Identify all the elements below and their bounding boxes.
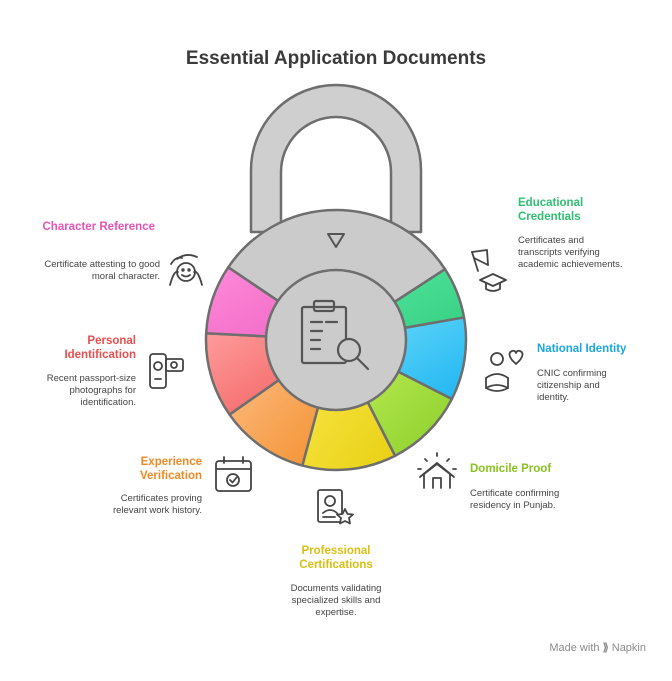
desc-national-identity: CNIC confirming citizenship and identity… <box>537 368 607 403</box>
flag-heart-icon <box>485 349 524 392</box>
page-title: Essential Application Documents <box>185 48 487 69</box>
label-national-identity: National Identity <box>537 343 627 355</box>
lock-center <box>264 268 408 412</box>
label-domicile-proof: Domicile Proof <box>470 463 552 475</box>
desc-professional-certifications: Documents validating specialized skills … <box>290 583 382 618</box>
made-with-text: Made with <box>549 642 600 654</box>
house-icon <box>417 452 457 489</box>
desc-domicile-proof: Certificate confirming residency in Punj… <box>470 488 560 511</box>
label-professional-certifications: Professional Certifications <box>299 545 373 571</box>
desc-educational-credentials: Certificates and transcripts verifying a… <box>518 235 623 270</box>
certificate-star-icon <box>317 489 354 525</box>
clipboard-search-icon <box>300 299 370 371</box>
label-educational-credentials: Educational Credentials <box>518 197 584 223</box>
hands-smile-icon <box>169 254 203 286</box>
label-character-reference: Character Reference <box>42 221 155 233</box>
napkin-brand-text: Napkin <box>611 642 646 654</box>
calendar-check-icon <box>215 456 252 492</box>
desc-character-reference: Certificate attesting to good moral char… <box>44 259 160 282</box>
label-personal-identification: Personal Identification <box>64 335 136 361</box>
camera-icon <box>149 353 184 389</box>
napkin-logo-icon: ⟫ <box>602 642 609 654</box>
label-experience-verification: Experience Verification <box>140 456 202 482</box>
lock-shackle <box>249 83 423 234</box>
desc-experience-verification: Certificates proving relevant work histo… <box>112 493 202 516</box>
desc-personal-identification: Recent passport-size photographs for ide… <box>46 373 136 408</box>
graduation-cap-icon <box>471 249 507 292</box>
keyhole-icon <box>327 233 345 248</box>
napkin-credit: Made with ⟫ Napkin <box>549 641 646 654</box>
